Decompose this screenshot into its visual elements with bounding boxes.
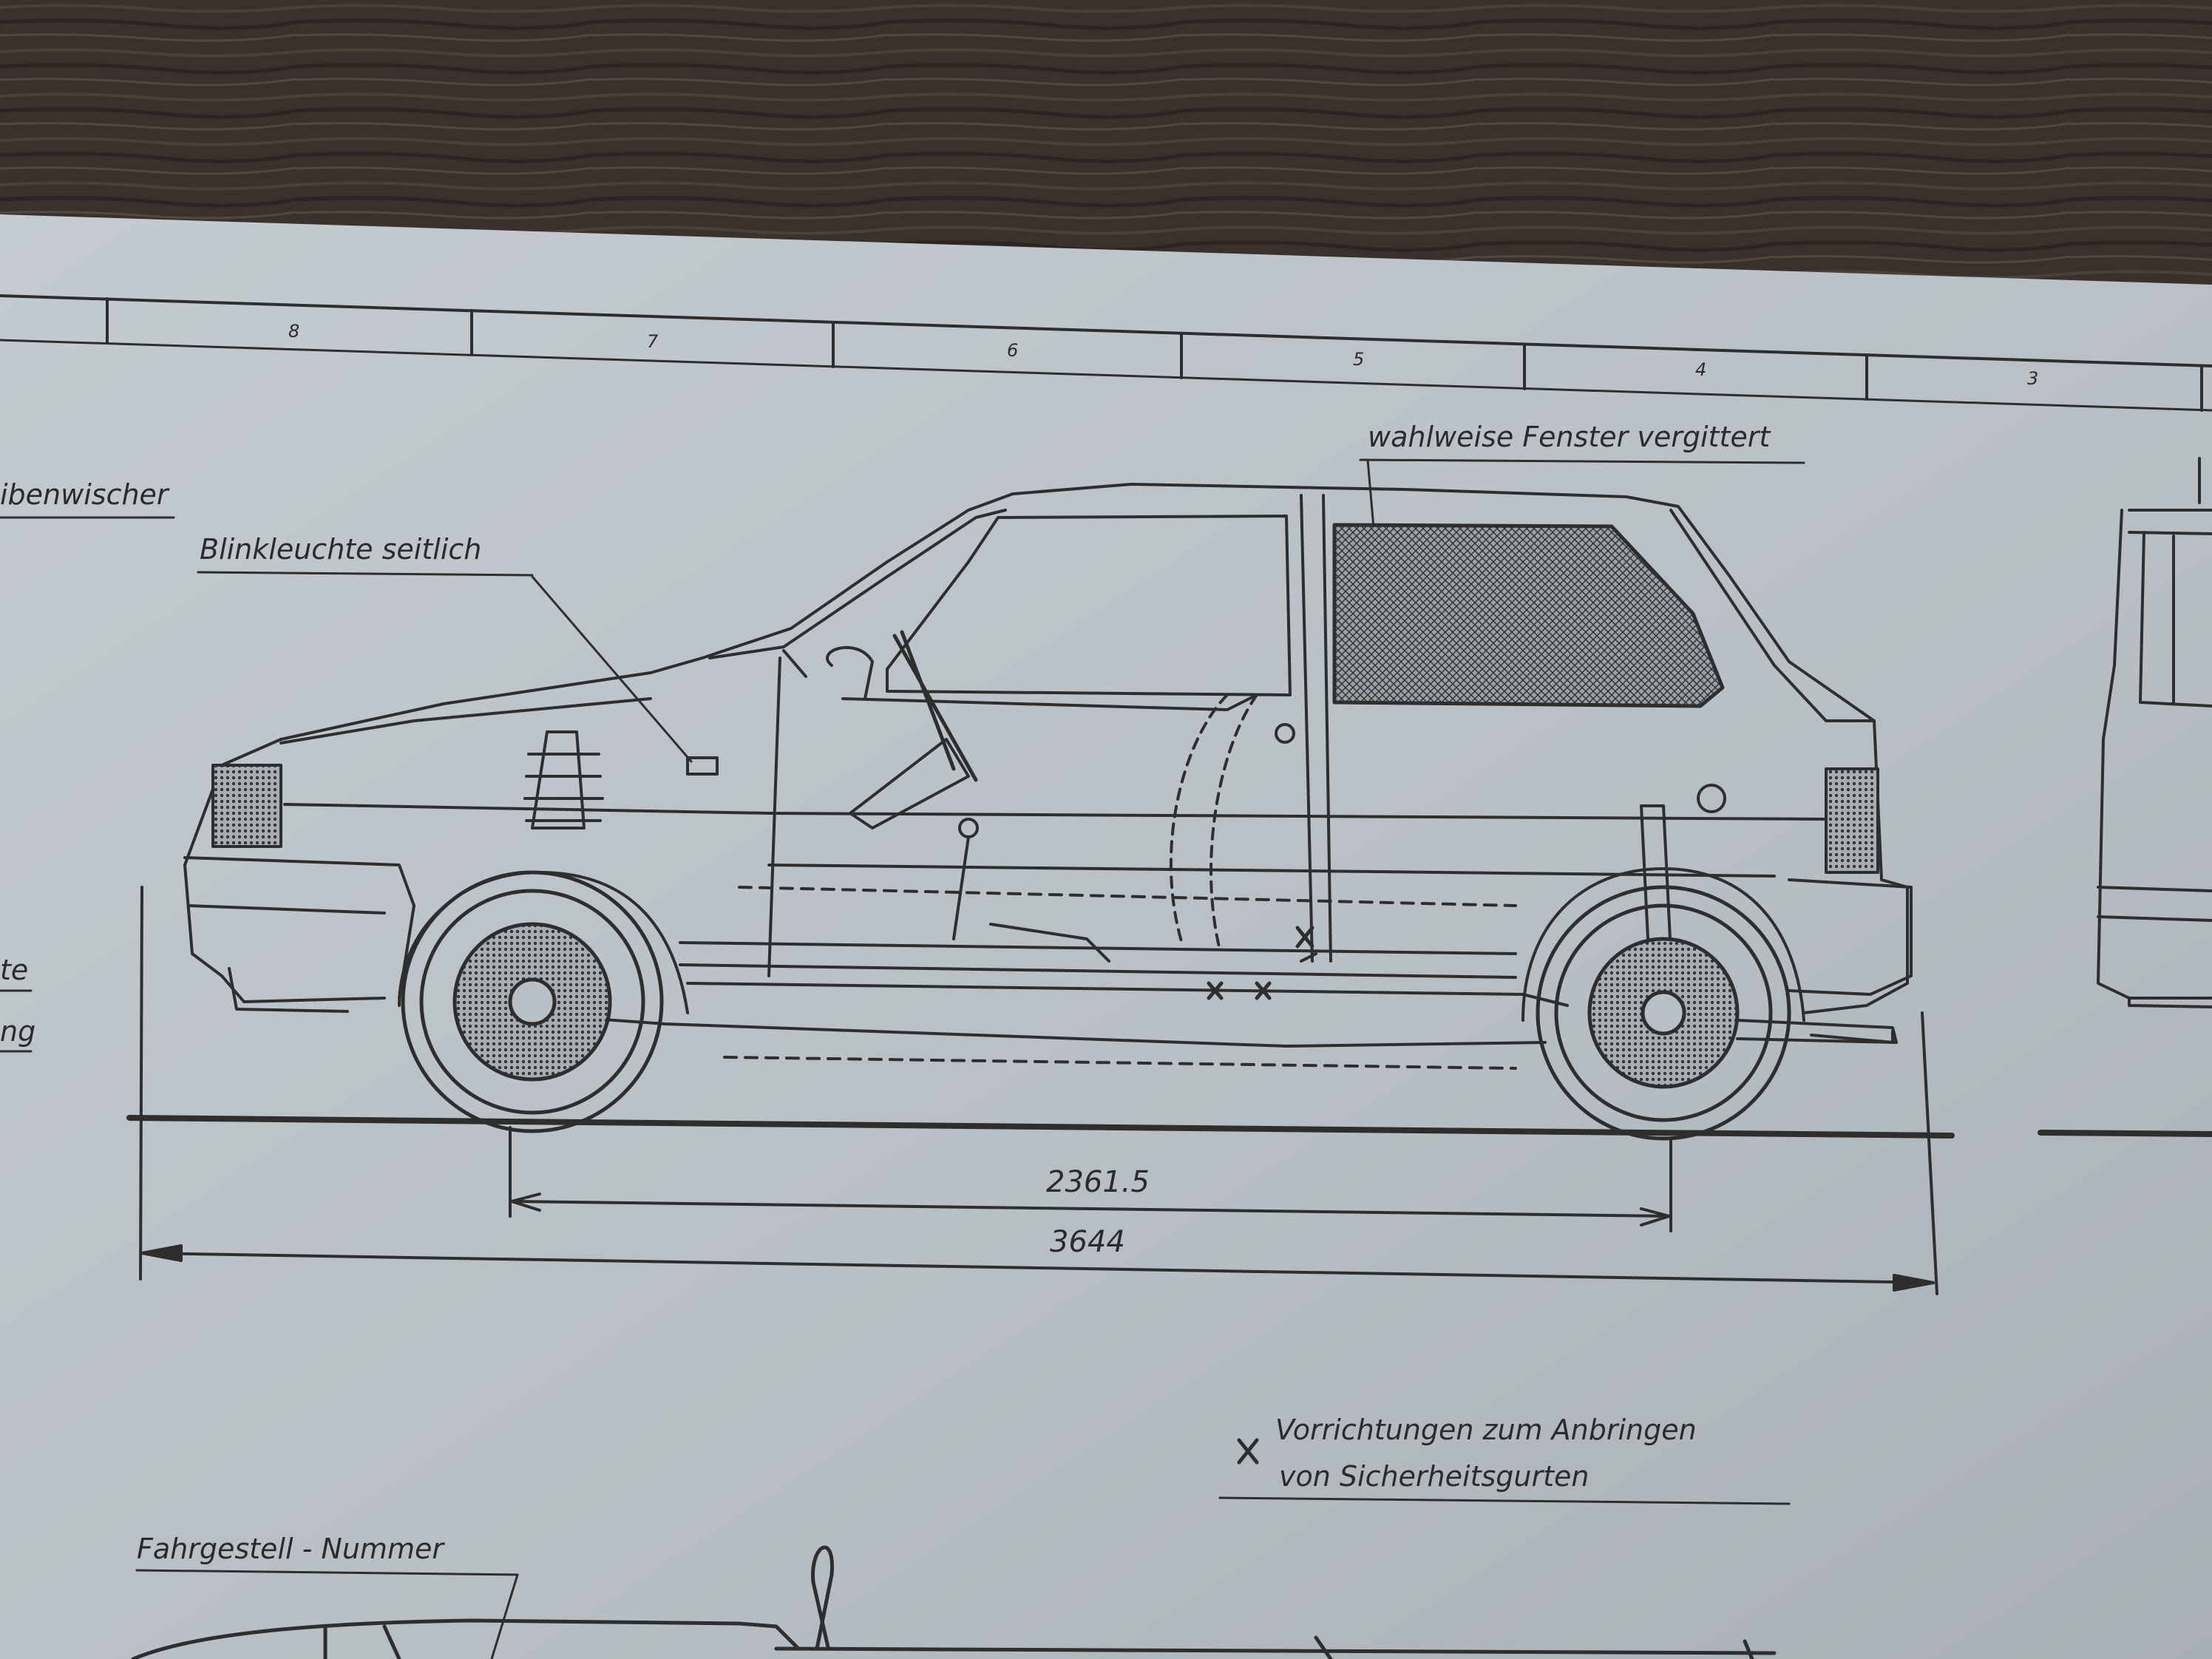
label-left-partial-2: ng bbox=[0, 1015, 35, 1048]
zone-number-5: 5 bbox=[1353, 349, 1364, 370]
label-side-indicator: Blinkleuchte seitlich bbox=[200, 533, 481, 566]
zone-number-6: 6 bbox=[1007, 340, 1018, 361]
dimension-lines bbox=[139, 886, 1938, 1295]
dimension-wheelbase: 2361.5 bbox=[1046, 1165, 1150, 1199]
zone-number-4: 4 bbox=[1695, 359, 1706, 380]
label-chassis-number: Fahrgestell - Nummer bbox=[137, 1533, 445, 1565]
label-window-grille: wahlweise Fenster vergittert bbox=[1368, 421, 1771, 453]
label-left-partial-1: te bbox=[0, 954, 28, 986]
seatbelt-marker-group bbox=[1207, 926, 1314, 1000]
paper-sheet bbox=[0, 214, 2212, 1659]
label-wiper-partial: ibenwischer bbox=[0, 478, 170, 511]
car-side-view bbox=[183, 483, 1913, 1070]
side-indicator-lamp bbox=[686, 756, 719, 776]
seatbelt-anchor-icon bbox=[1237, 1438, 1259, 1465]
label-seatbelt-line1: Vorrichtungen zum Anbringen bbox=[1275, 1414, 1697, 1446]
front-wheel bbox=[401, 870, 664, 1133]
rear-wheel bbox=[1536, 885, 1791, 1141]
ground-line bbox=[126, 1115, 1955, 1139]
zone-number-7: 7 bbox=[647, 331, 659, 352]
zone-number-8: 8 bbox=[288, 321, 299, 342]
zone-number-3: 3 bbox=[2027, 368, 2038, 389]
dimension-overall-length: 3644 bbox=[1050, 1225, 1125, 1259]
zone-ruler bbox=[0, 294, 2212, 412]
rear-view-partial bbox=[2097, 457, 2212, 1008]
top-view-partial bbox=[131, 1545, 1777, 1659]
label-seatbelt-line2: von Sicherheitsgurten bbox=[1279, 1460, 1589, 1493]
ground-line-right-view bbox=[2038, 1130, 2212, 1137]
